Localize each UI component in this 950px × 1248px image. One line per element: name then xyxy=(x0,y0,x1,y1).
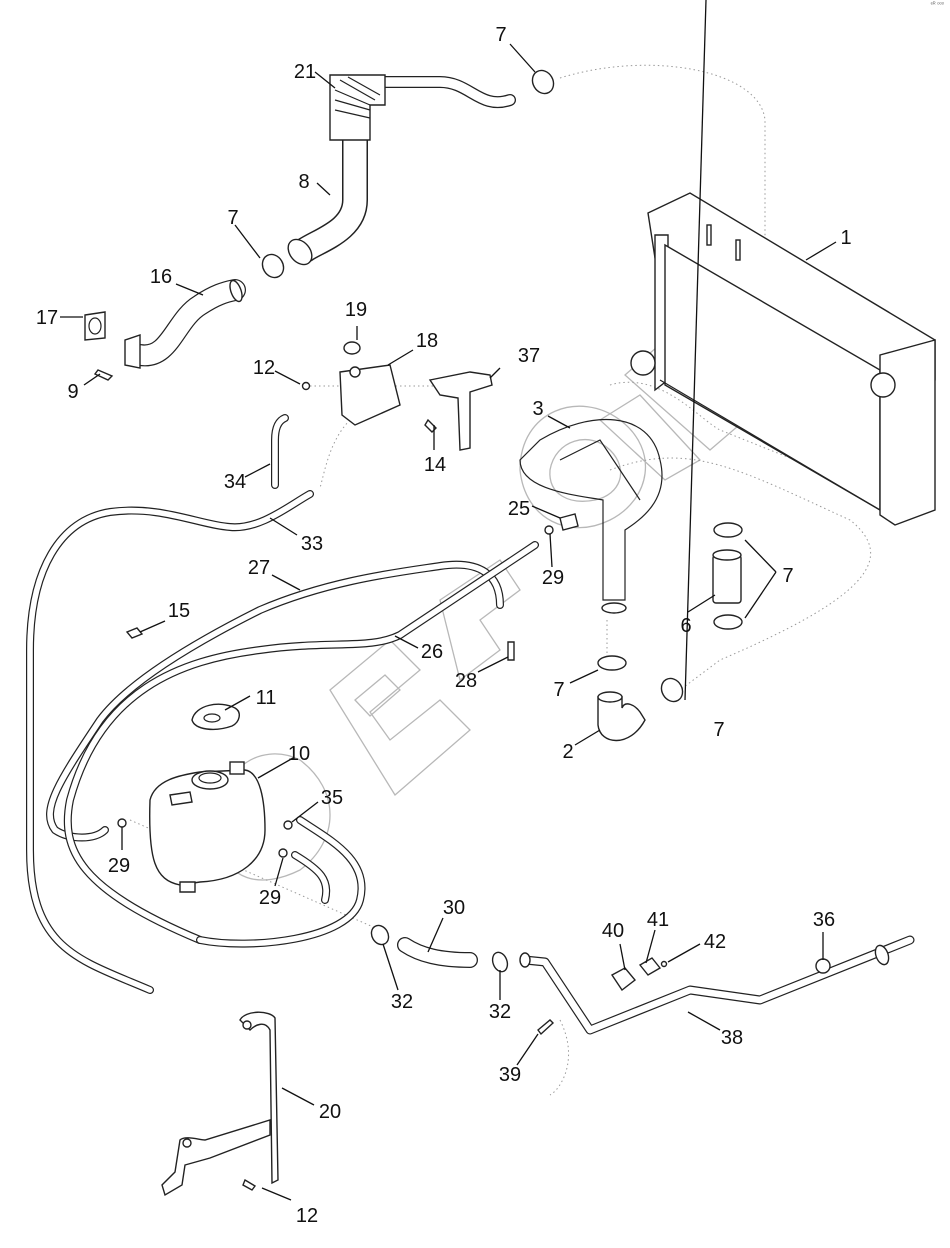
callout-27: 27 xyxy=(247,557,271,579)
callout-36: 36 xyxy=(812,909,836,931)
callout-2: 2 xyxy=(562,741,574,763)
callout-9: 9 xyxy=(67,381,79,403)
callout-10: 10 xyxy=(287,743,311,765)
callout-41: 41 xyxy=(646,909,670,931)
outlet-pipe xyxy=(84,279,246,381)
callout-3: 3 xyxy=(532,398,544,420)
callout-6: 6 xyxy=(680,615,692,637)
callout-29: 29 xyxy=(107,855,131,877)
hose-clamps xyxy=(261,69,743,703)
callout-15: 15 xyxy=(167,600,191,622)
callout-39: 39 xyxy=(498,1064,522,1086)
expansion-tank xyxy=(148,703,266,893)
upper-hose xyxy=(287,74,516,266)
callout-25: 25 xyxy=(507,498,531,520)
callout-12: 12 xyxy=(252,357,276,379)
callout-33: 33 xyxy=(300,533,324,555)
callout-32: 32 xyxy=(488,1001,512,1023)
callout-7: 7 xyxy=(495,24,507,46)
callout-7: 7 xyxy=(227,207,239,229)
lower-pipework xyxy=(370,924,915,1036)
callout-7: 7 xyxy=(553,679,565,701)
callout-8: 8 xyxy=(298,171,310,193)
callout-14: 14 xyxy=(423,454,447,476)
callout-19: 19 xyxy=(344,299,368,321)
leader-lines xyxy=(60,0,837,1201)
watermark xyxy=(218,339,746,881)
upper-brackets xyxy=(301,341,493,451)
radiator xyxy=(630,192,936,526)
callout-28: 28 xyxy=(454,670,478,692)
vent-hoses xyxy=(26,414,539,994)
callout-17: 17 xyxy=(35,307,59,329)
callout-7: 7 xyxy=(713,719,725,741)
callout-20: 20 xyxy=(318,1101,342,1123)
callout-26: 26 xyxy=(420,641,444,663)
callout-32: 32 xyxy=(390,991,414,1013)
callout-16: 16 xyxy=(149,266,173,288)
callout-40: 40 xyxy=(601,920,625,942)
tank-bracket xyxy=(161,1011,279,1197)
callout-21: 21 xyxy=(293,61,317,83)
corner-mark: ᵉᴿ ᵒᵒᵒ xyxy=(930,2,944,8)
callout-35: 35 xyxy=(320,787,344,809)
callout-30: 30 xyxy=(442,897,466,919)
callout-12: 12 xyxy=(295,1205,319,1227)
callout-29: 29 xyxy=(541,567,565,589)
small-fittings xyxy=(117,513,579,858)
callout-34: 34 xyxy=(223,471,247,493)
callout-37: 37 xyxy=(517,345,541,367)
callout-42: 42 xyxy=(703,931,727,953)
elbow-hose xyxy=(597,691,646,742)
callout-11: 11 xyxy=(255,687,277,709)
callout-29: 29 xyxy=(258,887,282,909)
callout-7: 7 xyxy=(782,565,794,587)
callout-18: 18 xyxy=(415,330,439,352)
callout-1: 1 xyxy=(840,227,852,249)
lower-radiator-hose xyxy=(519,418,663,614)
straight-hose xyxy=(712,549,742,604)
callout-38: 38 xyxy=(720,1027,744,1049)
